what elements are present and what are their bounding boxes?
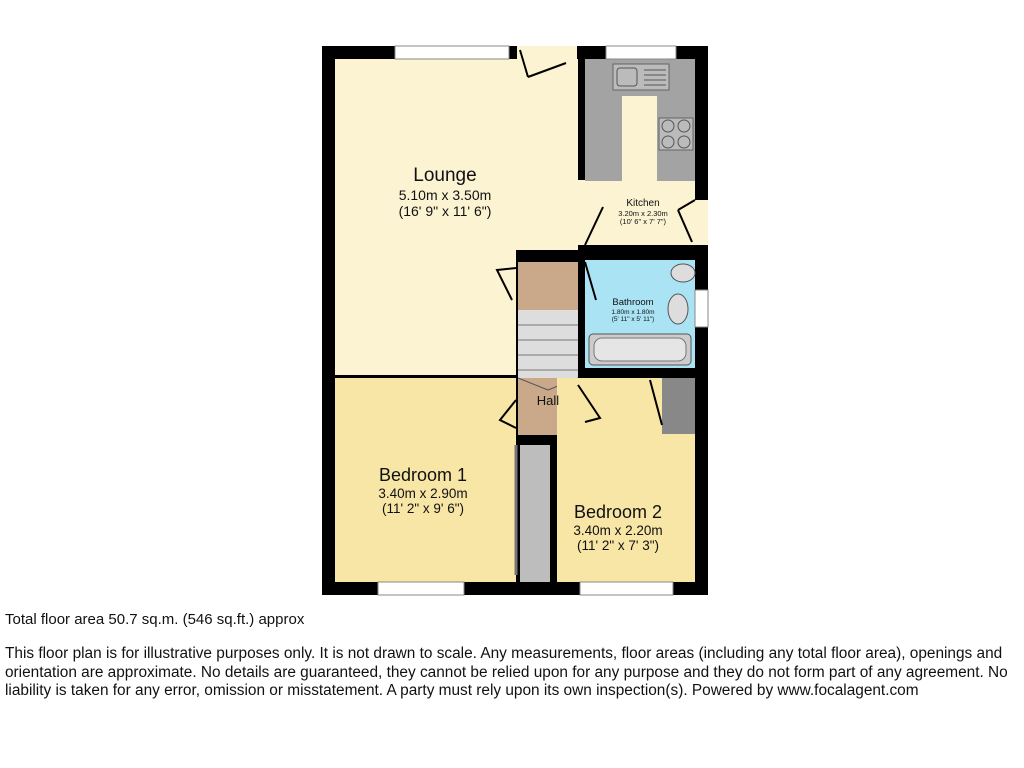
room-label-bedroom1: Bedroom 1 3.40m x 2.90m (11' 2" x 9' 6") bbox=[378, 465, 467, 517]
window bbox=[579, 581, 674, 596]
front-door-opening bbox=[517, 46, 577, 59]
room-label-bathroom: Bathroom 1.80m x 1.80m (5' 11" x 5' 11") bbox=[611, 297, 655, 324]
total-floor-area: Total floor area 50.7 sq.m. (546 sq.ft.)… bbox=[5, 611, 305, 628]
room-metric: 3.20m x 2.30m bbox=[618, 208, 668, 218]
hob-icon bbox=[658, 117, 694, 151]
wardrobe bbox=[520, 445, 550, 582]
room-imperial: (5' 11" x 5' 11") bbox=[611, 316, 655, 324]
room-metric: 3.40m x 2.90m bbox=[378, 485, 468, 501]
toilet-icon bbox=[670, 263, 696, 283]
room-label-lounge: Lounge 5.10m x 3.50m (16' 9" x 11' 6") bbox=[399, 165, 492, 219]
room-metric: 1.80m x 1.80m bbox=[611, 308, 655, 316]
window bbox=[394, 45, 510, 60]
room-imperial: (11' 2" x 9' 6") bbox=[381, 501, 465, 517]
room-label-bedroom2: Bedroom 2 3.40m x 2.20m (11' 2" x 7' 3") bbox=[573, 502, 662, 554]
room-imperial: (16' 9" x 11' 6") bbox=[398, 202, 492, 219]
bedroom1-floor bbox=[335, 378, 516, 582]
room-imperial: (11' 2" x 7' 3") bbox=[576, 538, 660, 554]
window bbox=[694, 289, 709, 328]
room-metric: 5.10m x 3.50m bbox=[398, 186, 492, 203]
cupboard bbox=[662, 378, 695, 434]
window bbox=[377, 581, 465, 596]
stairs bbox=[518, 310, 578, 378]
room-name: Kitchen bbox=[626, 198, 660, 209]
hall-floor bbox=[518, 262, 578, 310]
wall bbox=[578, 59, 585, 249]
room-name: Bathroom bbox=[612, 297, 654, 308]
basin-icon bbox=[667, 293, 689, 325]
room-imperial: (10' 6" x 7' 7") bbox=[619, 217, 667, 227]
room-label-hall: Hall bbox=[536, 393, 560, 409]
kitchen-door-opening bbox=[695, 200, 708, 245]
room-metric: 3.40m x 2.20m bbox=[573, 522, 663, 538]
room-name: Hall bbox=[536, 393, 560, 408]
disclaimer: This floor plan is for illustrative purp… bbox=[5, 645, 1008, 700]
room-name: Lounge bbox=[413, 165, 477, 186]
room-label-kitchen: Kitchen 3.20m x 2.30m (10' 6" x 7' 7") bbox=[618, 198, 668, 227]
window bbox=[605, 45, 677, 60]
room-name: Bedroom 2 bbox=[573, 502, 663, 522]
room-name: Bedroom 1 bbox=[378, 465, 468, 485]
